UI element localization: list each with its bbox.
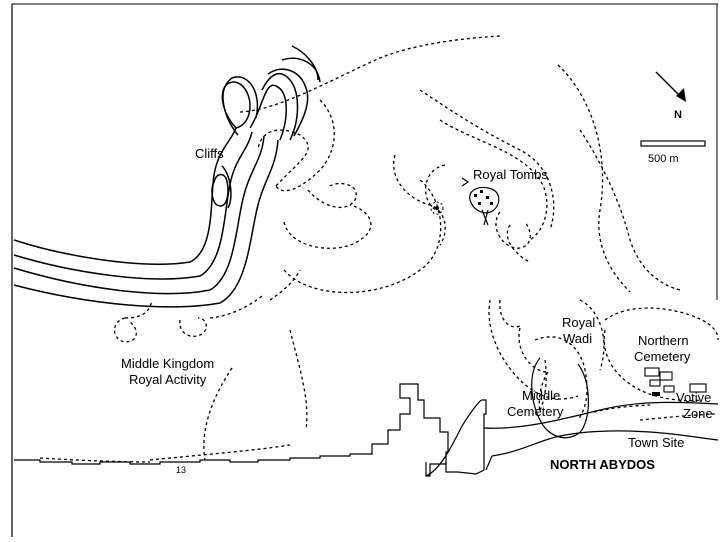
map-border	[11, 3, 718, 537]
votive-zone-label-line1: Votive	[676, 390, 711, 405]
dashed-boundaries	[39, 35, 719, 463]
north-arrow-label: N	[674, 109, 682, 121]
royal-tombs-label: Royal Tombs	[473, 167, 548, 182]
votive-zone-label-line2: Zone	[683, 406, 713, 421]
north-abydos-label: NORTH ABYDOS	[550, 457, 655, 472]
place-labels: Cliffs Royal Tombs Middle Kingdom Royal …	[121, 146, 713, 472]
cliff-contours	[13, 45, 321, 308]
cliffs-label: Cliffs	[195, 146, 224, 161]
town-site-buildings	[644, 367, 707, 396]
cultivation-boundary	[14, 383, 719, 477]
northern-cemetery-label-line2: Cemetery	[634, 349, 691, 364]
scale-bar-label: 500 m	[648, 153, 679, 165]
north-arrow: N	[655, 71, 686, 121]
middle-cemetery-outline	[531, 357, 589, 439]
small-marker-label: 13	[176, 465, 186, 475]
middle-kingdom-label-line1: Middle Kingdom	[121, 356, 214, 371]
middle-cemetery-label-line2: Cemetery	[507, 404, 564, 419]
middle-cemetery-label-line1: Middle	[522, 388, 560, 403]
middle-kingdom-label-line2: Royal Activity	[129, 372, 207, 387]
royal-wadi-label-line1: Royal	[562, 315, 595, 330]
northern-cemetery-label-line1: Northern	[638, 333, 689, 348]
town-site-label: Town Site	[628, 435, 684, 450]
royal-tombs-cluster	[430, 177, 500, 226]
royal-wadi-label-line2: Wadi	[563, 331, 592, 346]
scale-bar: 500 m	[640, 140, 706, 165]
